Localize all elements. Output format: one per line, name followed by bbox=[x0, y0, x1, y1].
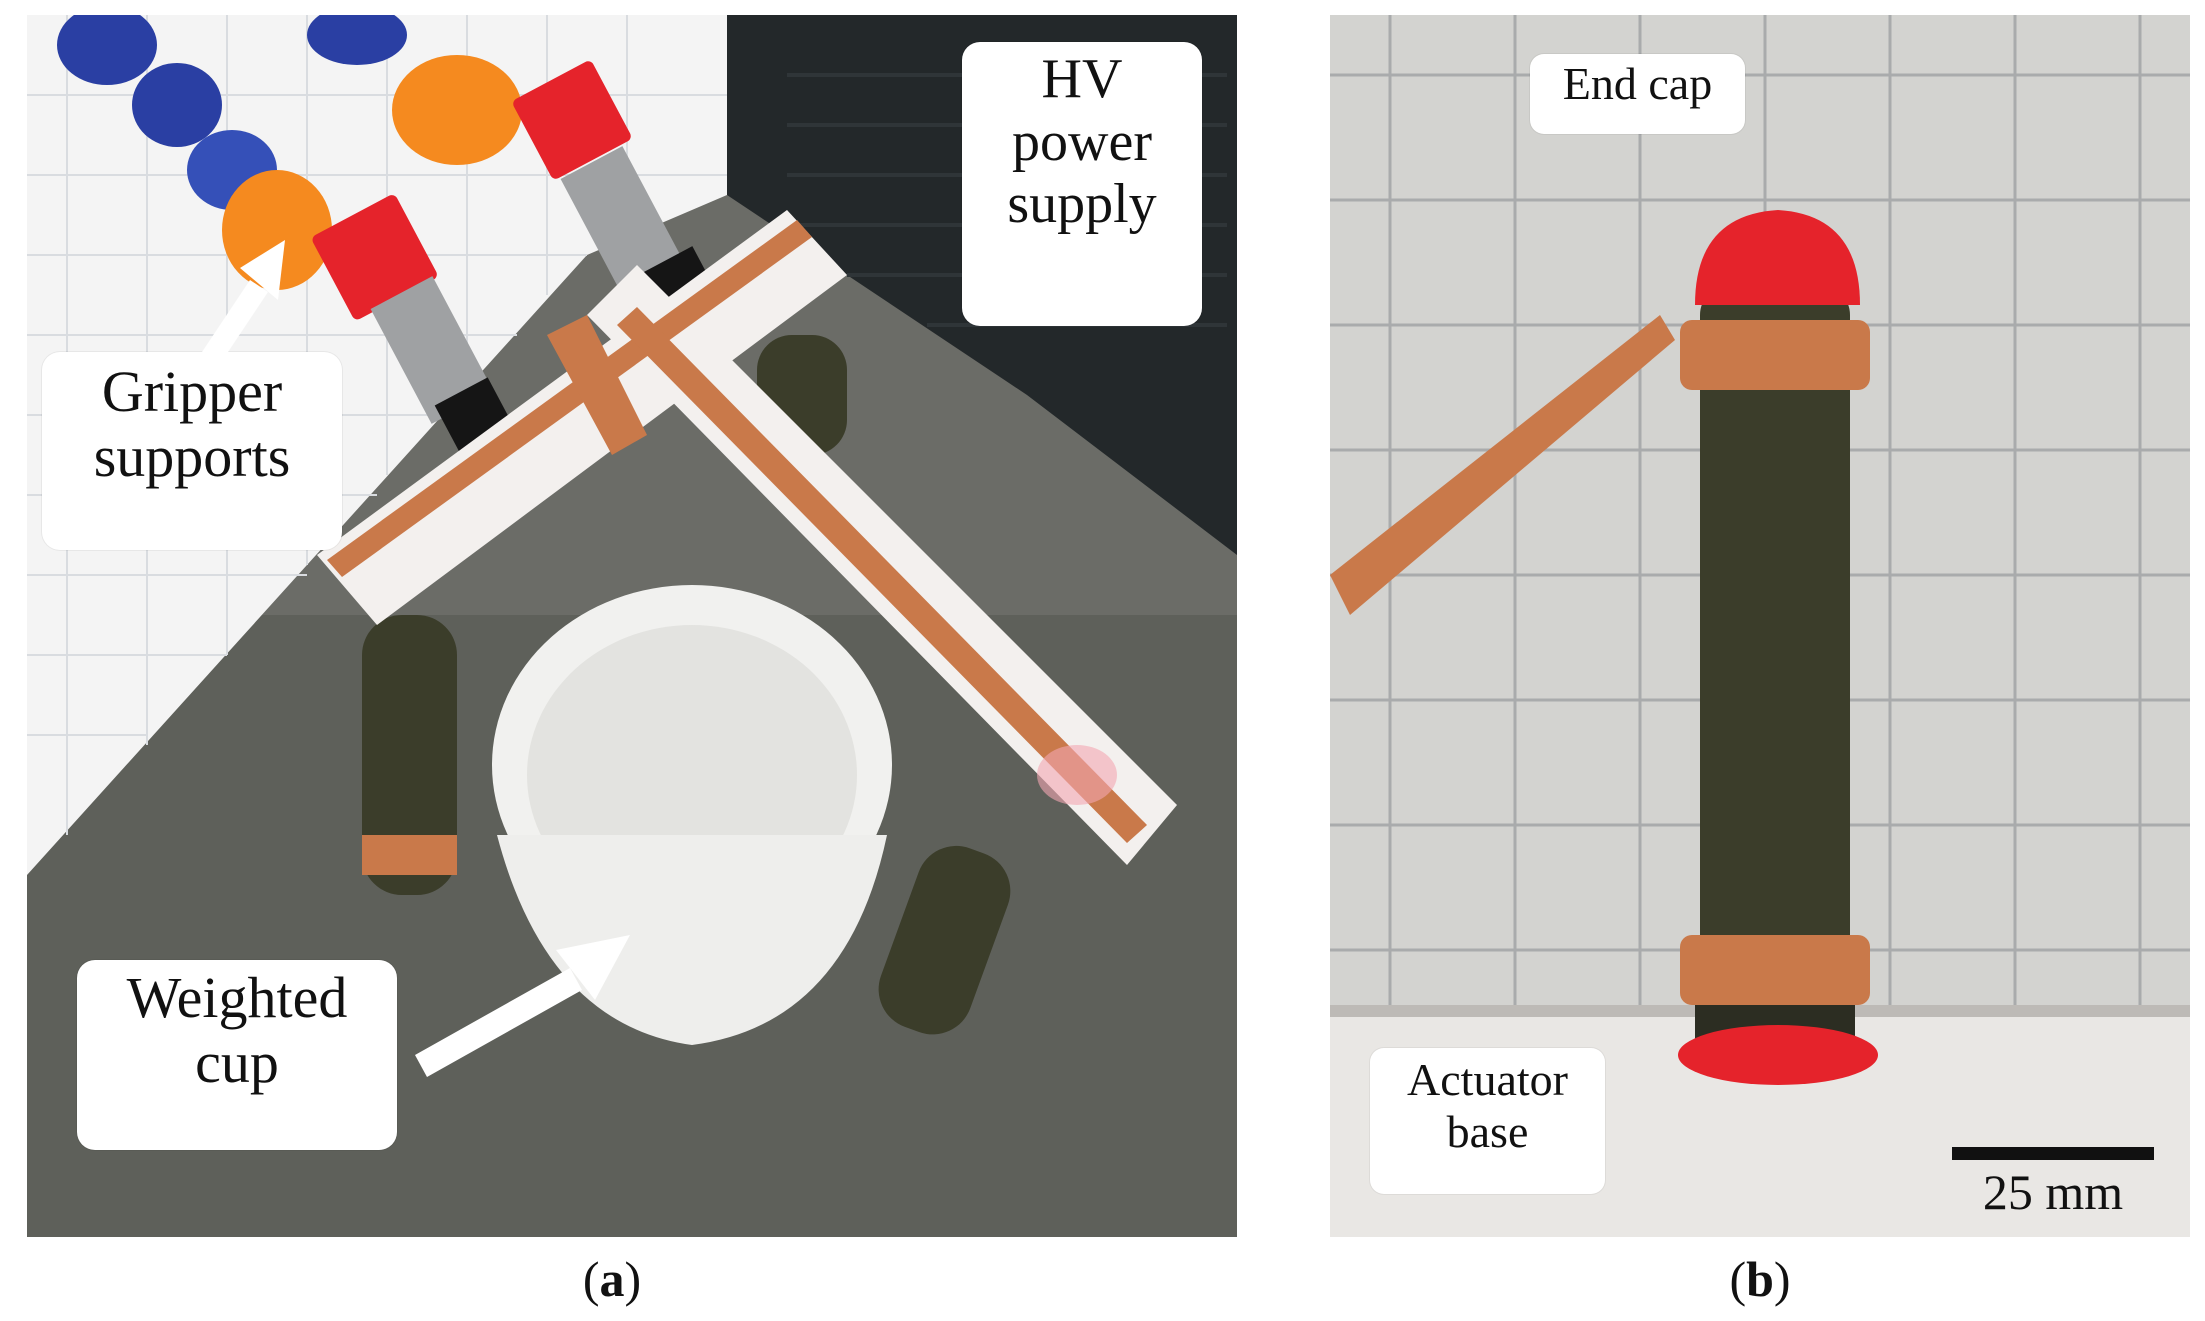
callout-weighted-cup: Weighted cup bbox=[77, 960, 397, 1150]
scale-bar-label: 25 mm bbox=[1982, 1164, 2124, 1220]
callout-end-cap: End cap bbox=[1530, 54, 1745, 134]
callout-gripper-supports: Gripper supports bbox=[42, 352, 342, 550]
scale-bar-line bbox=[1952, 1147, 2154, 1160]
panel-label-b: (b) bbox=[1729, 1251, 1791, 1307]
callout-hv-power-supply: HV power supply bbox=[962, 42, 1202, 326]
panel-label-a: (a) bbox=[582, 1251, 642, 1307]
callout-actuator-base: Actuator base bbox=[1370, 1048, 1605, 1194]
photo-panel-b bbox=[1330, 15, 2190, 1237]
